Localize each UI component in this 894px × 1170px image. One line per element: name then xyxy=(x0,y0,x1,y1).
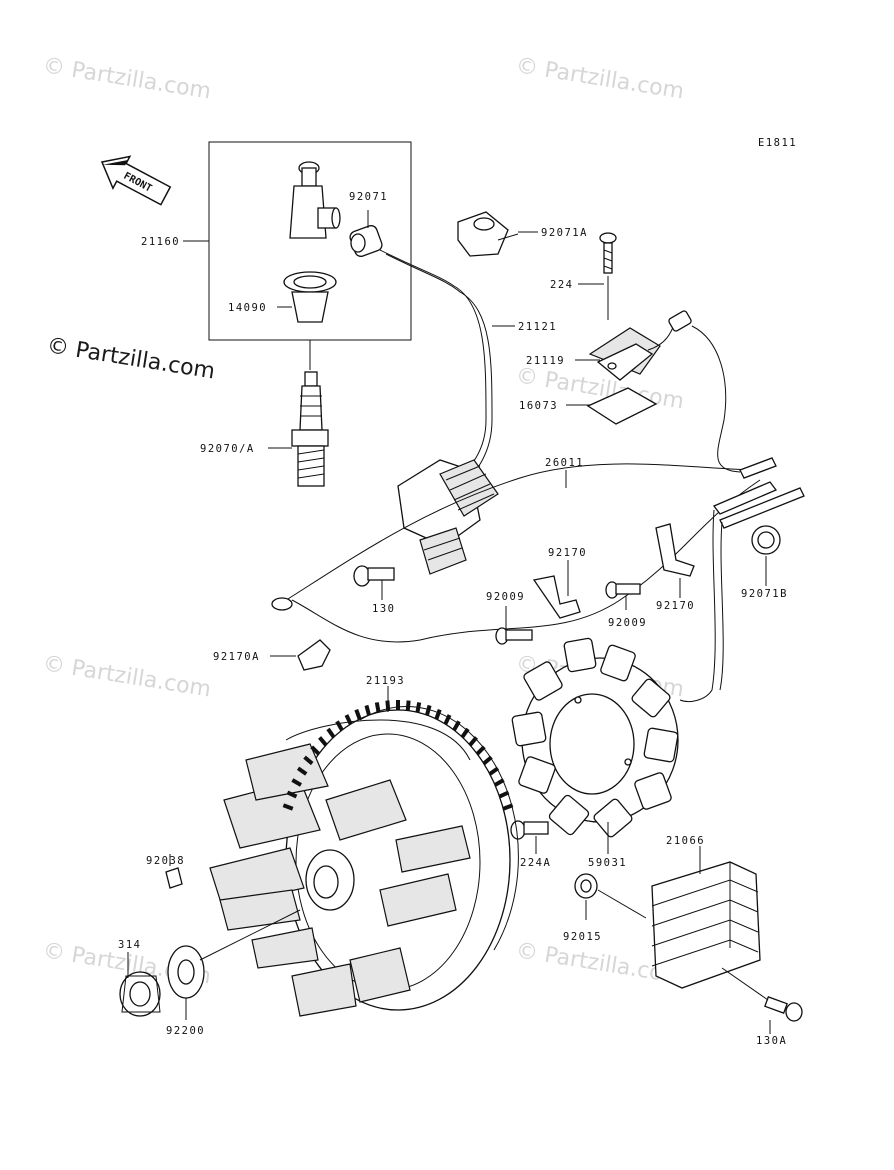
watermark: © Partzilla.com xyxy=(41,53,213,104)
spark-plug-cap xyxy=(289,161,341,239)
callout-92038: 92038 xyxy=(146,855,185,867)
gear-tooth xyxy=(415,702,422,713)
gear-tooth xyxy=(493,778,505,787)
callout-21119: 21119 xyxy=(526,355,565,367)
screw-92009-left xyxy=(495,627,533,645)
callout-92070a: 92070/A xyxy=(200,443,255,455)
callout-21160: 21160 xyxy=(141,236,180,248)
clamp-left xyxy=(532,575,581,619)
callout-14090: 14090 xyxy=(228,302,267,314)
callout-130: 130 xyxy=(372,603,395,615)
flywheel-nut xyxy=(119,971,161,1017)
gear-tooth xyxy=(488,766,500,776)
gear-tooth xyxy=(318,736,328,747)
cap-grommet xyxy=(349,225,383,257)
spark-plug xyxy=(291,371,329,487)
gear-tooth xyxy=(452,720,461,732)
gear-tooth xyxy=(364,704,371,716)
callout-92009: 92009 xyxy=(486,591,525,603)
callout-59031: 59031 xyxy=(588,857,627,869)
gear-tooth xyxy=(434,708,442,720)
callout-224: 224 xyxy=(550,279,573,291)
gear-tooth xyxy=(482,755,493,766)
watermark: © Partzilla.com xyxy=(514,53,686,104)
gear-tooth xyxy=(282,803,294,811)
rubber-boot xyxy=(457,211,519,257)
coil-bolt xyxy=(353,565,395,587)
stator xyxy=(511,637,679,838)
gear-tooth xyxy=(468,736,478,747)
gear-tooth xyxy=(303,755,314,766)
gear-tooth xyxy=(326,727,336,739)
washer xyxy=(167,945,205,999)
gear-tooth xyxy=(335,720,344,732)
callout-16073: 16073 xyxy=(519,400,558,412)
callout-224a: 224A xyxy=(520,857,551,869)
clip-92170a xyxy=(297,639,331,671)
ring-gear xyxy=(359,706,519,951)
callout-92170: 92170 xyxy=(548,547,587,559)
callout-26011: 26011 xyxy=(545,457,584,469)
callout-314: 314 xyxy=(118,939,141,951)
regulator-nut xyxy=(574,873,598,899)
callout-labels: 21160 92071 92071A 14090 21121 224 21119… xyxy=(118,191,788,1047)
callout-92170a: 92170A xyxy=(213,651,260,663)
ignition-coil xyxy=(397,459,499,575)
callout-92071: 92071 xyxy=(349,191,388,203)
flywheel xyxy=(209,709,511,1017)
mounting-plate xyxy=(586,387,658,425)
igniter-unit xyxy=(588,327,661,381)
callout-21066: 21066 xyxy=(666,835,705,847)
callout-92071a: 92071A xyxy=(541,227,588,239)
callout-92071b: 92071B xyxy=(741,588,788,600)
gear-tooth xyxy=(425,704,432,716)
screw xyxy=(599,232,617,274)
gear-tooth xyxy=(460,727,470,739)
watermark-dark: © Partzilla.com xyxy=(45,333,217,384)
diagram-code: E1811 xyxy=(758,137,797,149)
gear-tooth xyxy=(498,790,510,799)
watermark: © Partzilla.com xyxy=(41,651,213,702)
woodruff-key xyxy=(165,867,183,889)
callout-21121: 21121 xyxy=(518,321,557,333)
screw-92009-right xyxy=(605,581,641,599)
gear-tooth xyxy=(291,778,303,787)
gear-tooth xyxy=(443,714,452,725)
gear-tooth xyxy=(405,700,411,711)
grommet-b xyxy=(751,525,781,555)
gear-tooth xyxy=(296,766,308,776)
callout-130a: 130A xyxy=(756,1035,787,1047)
clamp-right xyxy=(655,523,695,577)
gear-tooth xyxy=(475,745,486,756)
stator-bolt xyxy=(510,820,549,840)
wiring-harness xyxy=(279,463,761,605)
callout-92009: 92009 xyxy=(608,617,647,629)
callout-92015: 92015 xyxy=(563,931,602,943)
spark-seal xyxy=(283,271,337,323)
gear-tooth xyxy=(286,790,298,799)
callout-21193: 21193 xyxy=(366,675,405,687)
gear-tooth xyxy=(310,745,321,756)
connector xyxy=(668,310,692,332)
callout-92200: 92200 xyxy=(166,1025,205,1037)
gear-tooth xyxy=(344,714,353,725)
regulator-rectifier xyxy=(651,861,761,989)
front-arrow-icon: FRONT xyxy=(100,155,172,206)
ht-lead xyxy=(379,249,487,479)
gear-tooth xyxy=(385,700,391,711)
regulator-bolt xyxy=(764,996,803,1022)
gear-tooth xyxy=(374,702,381,713)
callout-92170: 92170 xyxy=(656,600,695,612)
gear-tooth xyxy=(354,708,362,720)
gear-tooth xyxy=(502,803,514,811)
